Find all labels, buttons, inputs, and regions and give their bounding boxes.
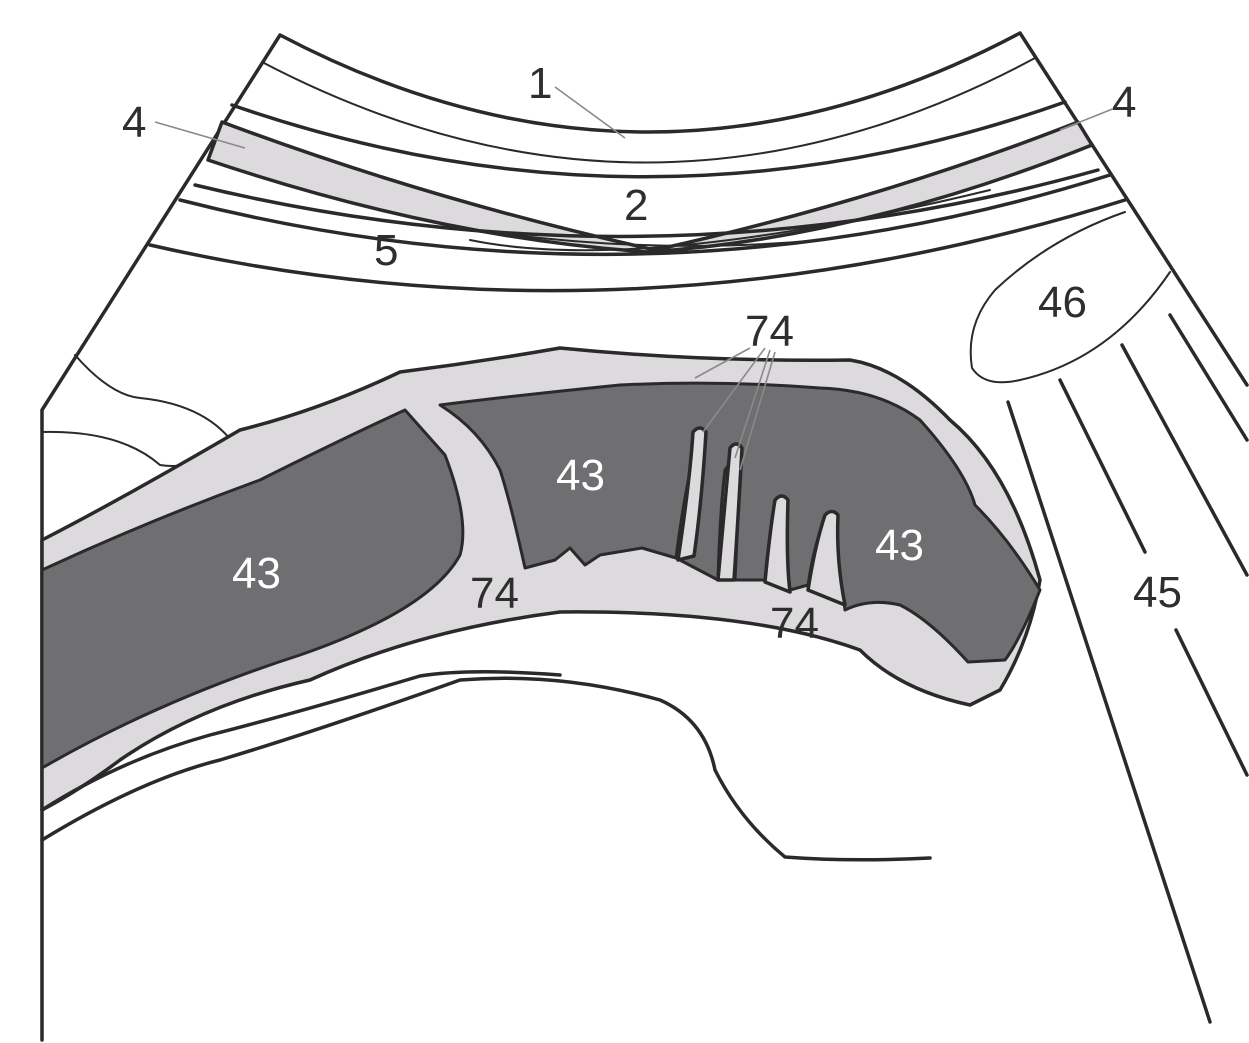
label-74-top: 74 — [745, 307, 794, 356]
leader-4-right — [1060, 108, 1115, 130]
label-45: 45 — [1133, 568, 1182, 617]
structure-45-line-5 — [1170, 315, 1247, 440]
label-46: 46 — [1038, 278, 1087, 327]
label-4-right: 4 — [1112, 78, 1136, 127]
label-43-center: 43 — [556, 451, 605, 500]
structure-45-line-3 — [1176, 630, 1247, 775]
label-74-mid: 74 — [470, 569, 519, 618]
label-1: 1 — [528, 59, 552, 108]
label-43-left: 43 — [232, 549, 281, 598]
layer-1-lower-line — [232, 102, 1065, 177]
structure-45-line-1 — [1008, 402, 1210, 1022]
label-2: 2 — [624, 181, 648, 230]
structure-45-line-2 — [1060, 380, 1145, 552]
label-74-right: 74 — [770, 599, 819, 648]
label-4-left: 4 — [122, 98, 146, 147]
label-5: 5 — [374, 226, 398, 275]
label-43-right: 43 — [875, 521, 924, 570]
